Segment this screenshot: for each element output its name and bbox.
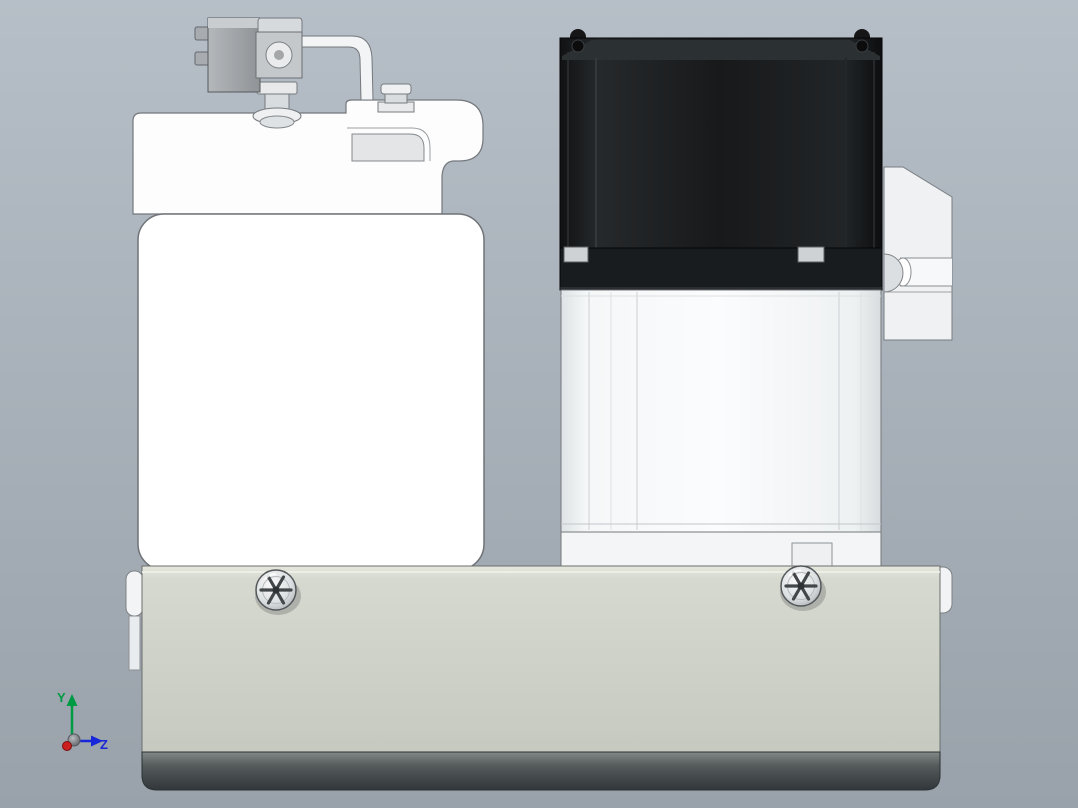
orientation-triad[interactable]: Y Z bbox=[57, 690, 108, 752]
extrusion-panel-lines bbox=[561, 292, 881, 530]
carriage-cover[interactable] bbox=[137, 213, 485, 571]
screw-right[interactable] bbox=[780, 565, 826, 611]
sensor-bracket[interactable] bbox=[194, 17, 303, 93]
sensor-body bbox=[207, 17, 261, 93]
motor-assembly[interactable] bbox=[559, 29, 953, 567]
actuator-extrusion[interactable] bbox=[560, 289, 882, 533]
screw-left[interactable] bbox=[255, 569, 301, 615]
y-axis-label: Y bbox=[57, 690, 66, 705]
motor-mount-band[interactable] bbox=[560, 531, 882, 567]
lobe-notch bbox=[347, 127, 431, 162]
side-bracket[interactable] bbox=[883, 166, 953, 341]
motor-top-bevel bbox=[562, 40, 880, 60]
motor-screw-hole-left bbox=[571, 39, 585, 53]
x-axis-dot bbox=[62, 741, 72, 751]
cable-clip-strip[interactable] bbox=[298, 35, 374, 101]
z-axis-label: Z bbox=[100, 737, 108, 752]
shaft-end-left-lower bbox=[128, 615, 141, 671]
motor-corner-edges bbox=[567, 52, 875, 248]
carriage-assembly[interactable] bbox=[132, 17, 485, 571]
clamp-screw-inner bbox=[274, 50, 284, 60]
base-bottom-edge bbox=[141, 751, 941, 791]
band-slot bbox=[791, 542, 833, 567]
bracket-bore bbox=[894, 257, 952, 287]
shaft-end-left[interactable] bbox=[125, 570, 144, 617]
motor-screw-hole-right bbox=[855, 39, 869, 53]
y-axis-arrow[interactable] bbox=[66, 694, 78, 738]
stepper-motor[interactable] bbox=[559, 29, 883, 291]
top-fitting[interactable] bbox=[377, 83, 415, 113]
motor-flange bbox=[559, 246, 883, 291]
bracket-pin-boss bbox=[883, 253, 904, 293]
sensor-body-top bbox=[208, 18, 260, 28]
